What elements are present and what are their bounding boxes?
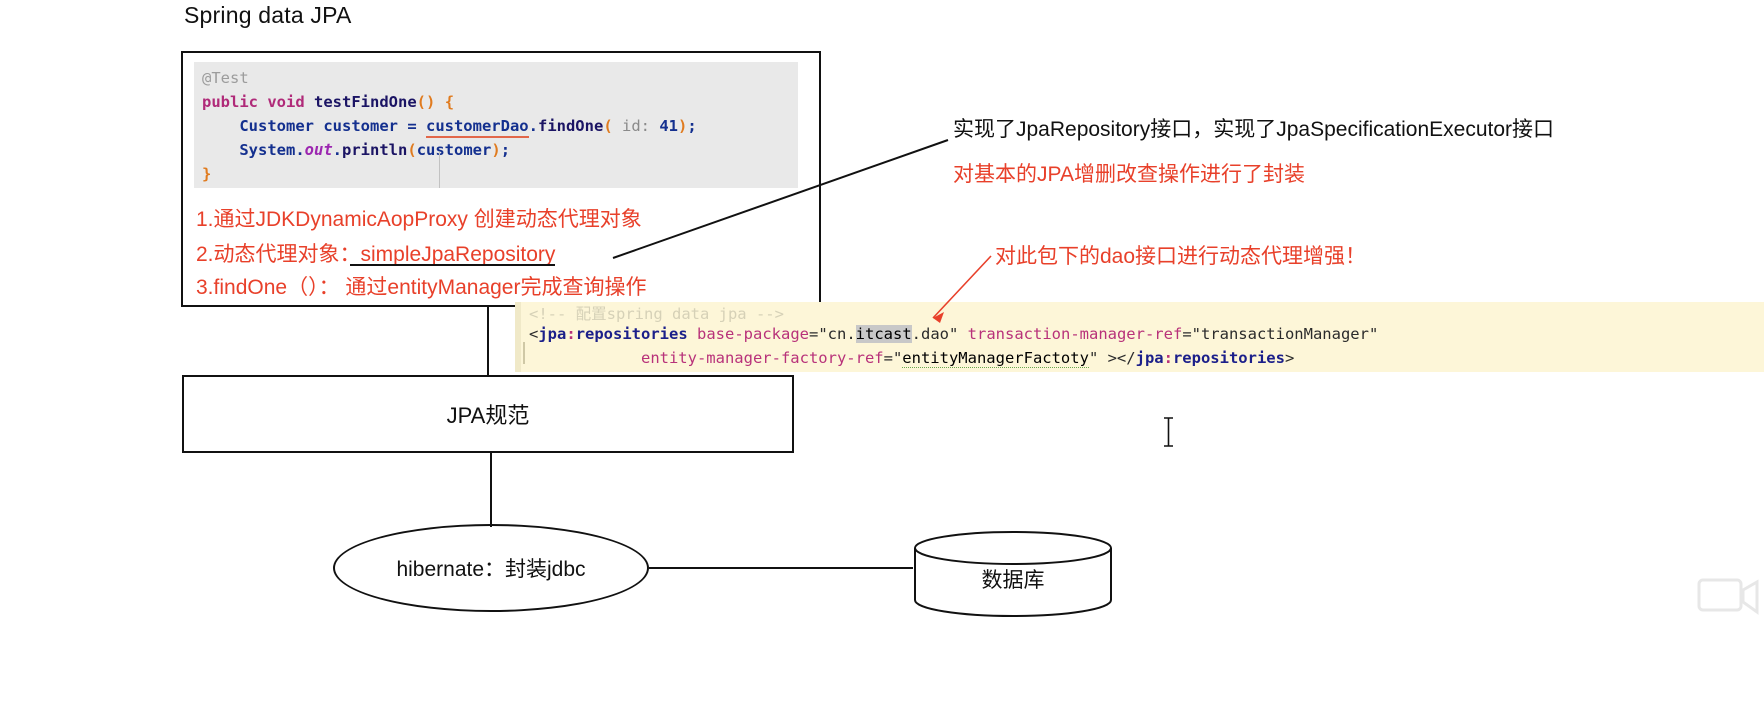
code-token (305, 93, 314, 111)
code-token: ="cn. (809, 325, 856, 343)
jpa-spec-label: JPA规范 (446, 403, 530, 428)
annotation-jparepository-interfaces: 实现了JpaRepository接口，实现了JpaSpecificationEx… (953, 118, 1555, 141)
code-token: : (1163, 349, 1173, 367)
xml-config-snippet: <!-- 配置spring data jpa --> <jpa:reposito… (515, 302, 1764, 372)
code-token (650, 117, 659, 135)
code-token: =" (883, 349, 903, 367)
code-token: System (239, 141, 296, 159)
code-line: } (202, 162, 798, 186)
code-token: .dao" (911, 325, 968, 343)
panel-note-2-underline (350, 264, 555, 266)
code-token (529, 349, 641, 367)
code-token: entityManagerFactoty (902, 349, 1089, 368)
code-token: jpa (538, 325, 567, 343)
code-token: ( (407, 141, 417, 159)
code-token: entity-manager-factory-ref (640, 349, 884, 367)
code-token: id: (612, 117, 650, 135)
code-token: . (332, 141, 343, 159)
code-token: Customer (239, 117, 314, 135)
code-line: @Test (202, 66, 798, 90)
code-token: () (416, 93, 436, 111)
code-token: jpa (1135, 349, 1164, 367)
code-token: > (1284, 349, 1295, 367)
database-cylinder-icon (914, 531, 1112, 618)
code-token: ) (678, 117, 688, 135)
text-cursor-ibeam (1164, 417, 1173, 447)
code-token: = (397, 117, 426, 135)
code-token: " ></ (1088, 349, 1136, 367)
code-token: 41 (659, 117, 678, 135)
code-token: ) (491, 141, 501, 159)
code-token (688, 325, 697, 343)
java-code-snippet: @Test public void testFindOne() { Custom… (194, 62, 798, 188)
code-token (202, 117, 239, 135)
indent-guide (439, 152, 440, 188)
panel-note-1: 1.通过JDKDynamicAopProxy 创建动态代理对象 (196, 208, 642, 231)
code-token: ; (687, 117, 697, 135)
code-token: public (202, 93, 258, 111)
code-token: repositories (1172, 349, 1285, 367)
code-token: { (444, 93, 455, 111)
code-token: base-package (697, 325, 809, 343)
code-token: } (202, 165, 212, 183)
code-token: ; (500, 141, 511, 159)
database-label: 数据库 (981, 569, 1045, 592)
hibernate-label: hibernate：封装jdbc (396, 558, 586, 581)
code-token: < (529, 325, 539, 343)
code-token: : (566, 325, 576, 343)
annotation-dao-proxy-enhance: 对此包下的dao接口进行动态代理增强！ (995, 245, 1367, 268)
code-token: . (295, 141, 305, 159)
recording-watermark-icon (1697, 578, 1759, 615)
database-cylinder: 数据库 (913, 530, 1113, 618)
code-token: ( (603, 117, 613, 135)
code-token: itcast (855, 325, 912, 343)
panel-note-2: 2.动态代理对象：simpleJpaRepository (196, 243, 556, 266)
code-token (202, 141, 239, 159)
xml-gutter (515, 302, 521, 372)
code-token: customer (323, 117, 398, 135)
code-line: Customer customer = customerDao.findOne(… (202, 114, 798, 138)
code-token (258, 93, 267, 111)
code-token: out (304, 141, 333, 159)
code-token: testFindOne (314, 93, 417, 111)
jpa-spec-box: JPA规范 (182, 375, 794, 453)
code-token: findOne (537, 117, 604, 135)
code-token: transaction-manager-ref (967, 325, 1183, 343)
code-token: void (267, 93, 305, 111)
code-token: customer (416, 141, 492, 159)
code-token: repositories (575, 325, 688, 343)
code-token: println (342, 141, 408, 159)
code-line: System.out.println(customer); (202, 138, 798, 162)
code-line: public void testFindOne() { (202, 90, 798, 114)
code-token: ="transactionManager" (1182, 325, 1379, 343)
code-token: customerDao (425, 117, 529, 138)
code-token: . (528, 117, 538, 135)
code-token (435, 93, 444, 111)
annotation-crud-encapsulated: 对基本的JPA增删改查操作进行了封装 (953, 163, 1305, 186)
code-token (314, 117, 323, 135)
xml-comment-line: <!-- 配置spring data jpa --> (529, 305, 784, 323)
xml-code-line: <jpa:repositories base-package="cn.itcas… (529, 322, 1378, 346)
xml-indent-guide (523, 342, 525, 364)
hibernate-ellipse: hibernate：封装jdbc (333, 524, 649, 612)
panel-note-3: 3.findOne（）： 通过entityManager完成查询操作 (196, 276, 647, 299)
page-title: Spring data JPA (184, 2, 352, 28)
xml-code-line: entity-manager-factory-ref="entityManage… (529, 346, 1294, 370)
code-token: @Test (202, 69, 249, 87)
